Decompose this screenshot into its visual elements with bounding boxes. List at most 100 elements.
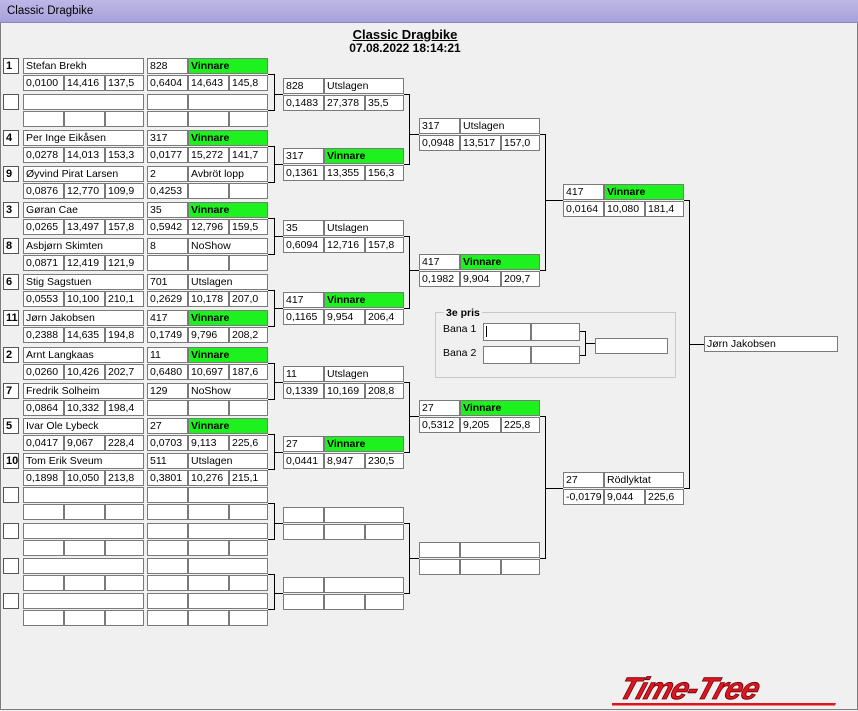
race-r2-elapsed-time — [188, 255, 229, 271]
lane1-label: Bana 1 — [443, 323, 477, 335]
race-r2-reaction-time — [147, 111, 188, 127]
lane1-input[interactable] — [483, 323, 531, 341]
race-r2-elapsed-time — [188, 400, 229, 416]
bracket-line — [684, 200, 690, 201]
race-r2-number — [147, 523, 188, 539]
bracket-line — [409, 270, 419, 271]
bracket-line — [409, 558, 419, 559]
entrant-name: Ivar Ole Lybeck — [23, 418, 144, 434]
race-r4-elapsed-time — [460, 559, 501, 575]
race-r2-reaction-time: 0,0703 — [147, 435, 188, 451]
race-r2-elapsed-time: 12,796 — [188, 219, 229, 235]
race-r3-status — [324, 507, 404, 523]
entrant-elapsed-time — [64, 540, 105, 556]
bracket-line — [404, 593, 410, 594]
entrant-reaction-time: 0,0871 — [23, 255, 64, 271]
race-r3-status — [324, 577, 404, 593]
entrant-name — [23, 523, 144, 539]
race-r2-elapsed-time — [188, 111, 229, 127]
race-r2-speed: 145,8 — [229, 75, 268, 91]
race-r4-number: 27 — [419, 400, 460, 416]
race-r2-elapsed-time — [188, 183, 229, 199]
champion-name: Jørn Jakobsen — [704, 336, 838, 352]
race-r2-speed: 187,6 — [229, 364, 268, 380]
race-r2-status — [188, 558, 268, 574]
race-r2-number: 317 — [147, 130, 188, 146]
bracket-line — [684, 488, 690, 489]
race-final-elapsed-time: 9,044 — [604, 489, 645, 505]
seed-number — [3, 94, 19, 110]
race-r2-status: Vinnare — [188, 130, 268, 146]
race-r2-speed: 215,1 — [229, 470, 268, 486]
seed-number: 8 — [3, 238, 19, 254]
bracket-line — [404, 94, 410, 95]
race-r2-status: Vinnare — [188, 418, 268, 434]
race-r2-number: 11 — [147, 347, 188, 363]
third-place-title: 3e pris — [444, 307, 482, 319]
entrant-reaction-time: 0,2388 — [23, 327, 64, 343]
entrant-elapsed-time: 10,332 — [64, 400, 105, 416]
race-final-speed: 225,6 — [645, 489, 684, 505]
page-datetime: 07.08.2022 18:14:21 — [349, 41, 461, 55]
entrant-elapsed-time — [64, 610, 105, 626]
race-final-reaction-time: -0,0179 — [563, 489, 604, 505]
race-r3-status: Vinnare — [324, 148, 404, 164]
entrant-reaction-time — [23, 504, 64, 520]
race-r4-speed — [501, 559, 540, 575]
entrant-elapsed-time: 10,426 — [64, 364, 105, 380]
race-r3-elapsed-time: 27,378 — [324, 95, 365, 111]
bracket-line — [274, 523, 283, 524]
bracket-line — [409, 236, 410, 309]
entrant-elapsed-time: 12,770 — [64, 183, 105, 199]
race-r2-speed — [229, 183, 268, 199]
race-r3-reaction-time: 0,1339 — [283, 383, 324, 399]
race-r2-speed — [229, 610, 268, 626]
page-title: Classic Dragbike — [352, 27, 458, 42]
race-r4-status: Vinnare — [460, 254, 540, 270]
lane2-input[interactable] — [483, 346, 531, 364]
entrant-speed — [105, 575, 144, 591]
entrant-reaction-time: 0,1898 — [23, 470, 64, 486]
bracket-line — [268, 74, 275, 75]
race-r2-status: Utslagen — [188, 453, 268, 469]
entrant-reaction-time: 0,0100 — [23, 75, 64, 91]
entrant-speed — [105, 610, 144, 626]
race-r2-speed — [229, 504, 268, 520]
bracket-line — [274, 74, 275, 111]
third-line — [585, 343, 595, 344]
race-r2-reaction-time: 0,5942 — [147, 219, 188, 235]
bracket-line — [268, 539, 275, 540]
seed-number: 2 — [3, 347, 19, 363]
seed-number: 7 — [3, 383, 19, 399]
entrant-speed: 121,9 — [105, 255, 144, 271]
race-r2-reaction-time — [147, 400, 188, 416]
race-r2-speed: 141,7 — [229, 147, 268, 163]
entrant-elapsed-time: 10,100 — [64, 291, 105, 307]
seed-number: 1 — [3, 58, 19, 74]
race-r2-reaction-time: 0,6404 — [147, 75, 188, 91]
third-place-box: 3e pris Bana 1 Bana 2 — [435, 307, 676, 378]
entrant-name: Stig Sagstuen — [23, 274, 144, 290]
bracket-line — [268, 182, 275, 183]
race-r3-reaction-time: 0,1361 — [283, 165, 324, 181]
race-r2-number: 27 — [147, 418, 188, 434]
race-r4-number: 417 — [419, 254, 460, 270]
race-r3-speed: 35,5 — [365, 95, 404, 111]
race-r2-reaction-time: 0,6480 — [147, 364, 188, 380]
race-r3-number — [283, 577, 324, 593]
race-final-number: 27 — [563, 472, 604, 488]
entrant-reaction-time: 0,0864 — [23, 400, 64, 416]
window-titlebar: Classic Dragbike — [0, 0, 858, 23]
window-title: Classic Dragbike — [7, 5, 94, 17]
race-r4-speed: 225,8 — [501, 417, 540, 433]
race-r3-speed — [365, 594, 404, 610]
entrant-reaction-time: 0,0260 — [23, 364, 64, 380]
bracket-line — [268, 609, 275, 610]
race-r3-number — [283, 507, 324, 523]
entrant-name — [23, 94, 144, 110]
race-r3-reaction-time — [283, 594, 324, 610]
seed-number: 11 — [3, 310, 19, 326]
race-r2-speed: 159,5 — [229, 219, 268, 235]
bracket-line — [274, 382, 283, 383]
race-r2-number: 828 — [147, 58, 188, 74]
